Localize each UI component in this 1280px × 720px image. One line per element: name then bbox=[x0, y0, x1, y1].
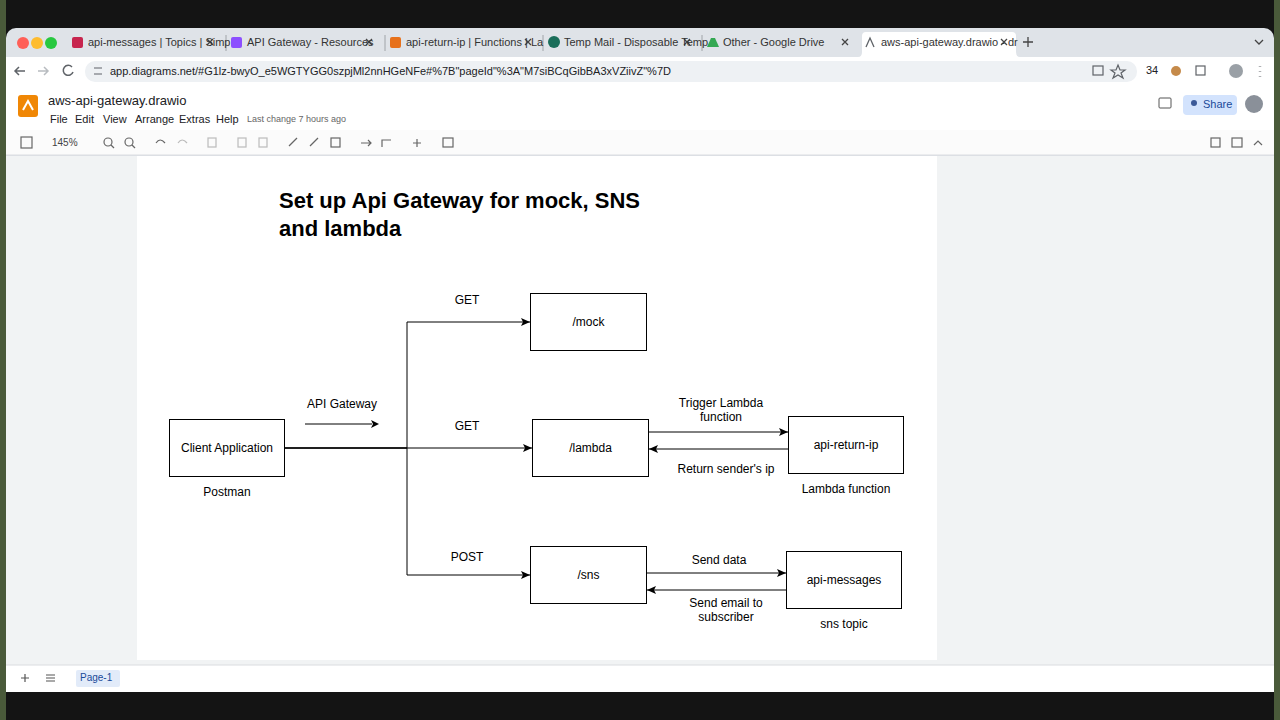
omnibox bbox=[85, 61, 1137, 82]
node-text: /lambda bbox=[569, 441, 612, 455]
canvas-ground bbox=[6, 156, 1274, 665]
menu-item: Extras bbox=[179, 113, 210, 126]
node-caption: Postman bbox=[203, 485, 250, 499]
tab-title: api-return-ip | Functions | La bbox=[406, 36, 543, 49]
resource-box: /sns bbox=[530, 546, 647, 604]
tab-title: aws-api-gateway.drawio - dr bbox=[881, 36, 1018, 49]
tab-separator bbox=[385, 35, 386, 51]
window-close bbox=[17, 37, 29, 49]
share-button bbox=[1183, 95, 1237, 115]
edge-label: POST bbox=[443, 550, 491, 564]
omnibox-icons bbox=[94, 64, 1260, 78]
connector bbox=[647, 590, 786, 591]
node-text: Client Application bbox=[181, 441, 273, 455]
gateway-arrowhead bbox=[371, 420, 379, 428]
drawing-page bbox=[137, 156, 937, 660]
node-text: api-return-ip bbox=[814, 438, 879, 452]
page-tab-label: Page-1 bbox=[80, 672, 112, 684]
file-name: aws-api-gateway.drawio bbox=[48, 93, 187, 109]
node-text: /mock bbox=[572, 315, 604, 329]
browser-window bbox=[6, 28, 1274, 692]
lambda-box: api-return-ipLambda function bbox=[788, 416, 904, 474]
zoom-level: 145% bbox=[52, 137, 78, 149]
comment-icon bbox=[1159, 98, 1171, 108]
sns-box: api-messagessns topic bbox=[786, 551, 902, 609]
menu-item: View bbox=[103, 113, 127, 126]
active-tab bbox=[858, 32, 1020, 57]
share-label: Share bbox=[1203, 98, 1232, 111]
node-text: api-messages bbox=[807, 573, 882, 587]
tab-icon bbox=[231, 37, 242, 48]
toolbar-border bbox=[6, 155, 1274, 156]
window-minimize bbox=[31, 37, 43, 49]
gateway-label: API Gateway bbox=[307, 397, 377, 411]
toolbar-icons bbox=[21, 137, 1262, 148]
badge-count: 34 bbox=[1146, 64, 1158, 77]
resource-box: /lambda bbox=[532, 419, 649, 477]
node-caption: Lambda function bbox=[802, 482, 891, 496]
app-toolbar bbox=[6, 130, 1274, 155]
tab-title: Other - Google Drive bbox=[723, 36, 824, 49]
page-bar-border bbox=[6, 665, 1274, 666]
tab-strip bbox=[72, 32, 1263, 57]
resource-box: /mock bbox=[530, 293, 647, 351]
nav-buttons bbox=[15, 65, 73, 75]
connector bbox=[285, 322, 530, 448]
tab-icon bbox=[707, 38, 719, 47]
edge-label: Trigger Lambda function bbox=[669, 396, 773, 425]
connector bbox=[649, 449, 788, 450]
window-zoom bbox=[45, 37, 57, 49]
edge-label: Send data bbox=[682, 553, 756, 567]
edge-label: GET bbox=[445, 419, 489, 433]
tab-title: API Gateway - Resources bbox=[247, 36, 374, 49]
edge-label: Return sender's ip bbox=[669, 462, 783, 476]
share-icon bbox=[1191, 100, 1197, 106]
edge-label: GET bbox=[445, 293, 489, 307]
app-header bbox=[6, 86, 1274, 130]
edge-label: Send email to subscriber bbox=[679, 596, 773, 625]
drawio-logo bbox=[23, 101, 33, 110]
menu-item: Help bbox=[216, 113, 239, 126]
desktop-edge bbox=[0, 0, 6, 720]
tab-icon bbox=[72, 37, 83, 48]
gateway-arrow bbox=[305, 424, 372, 425]
client-box: Client ApplicationPostman bbox=[169, 419, 285, 477]
connector bbox=[647, 573, 786, 574]
diagram-title: Set up Api Gateway for mock, SNS and lam… bbox=[279, 187, 674, 243]
drawio-logo bbox=[18, 95, 38, 117]
url-text: app.diagrams.net/#G1lz-bwyO_e5WGTYGG0szp… bbox=[110, 65, 671, 78]
node-caption: sns topic bbox=[820, 617, 867, 631]
tab-title: Temp Mail - Disposable Temp bbox=[564, 36, 708, 49]
connector bbox=[285, 448, 530, 575]
tab-title: api-messages | Topics | Simp bbox=[88, 36, 230, 49]
tab-icon bbox=[390, 37, 401, 48]
menu-item: Edit bbox=[75, 113, 94, 126]
tab-icon bbox=[866, 38, 874, 47]
menu-item: File bbox=[50, 113, 68, 126]
menu-item: Arrange bbox=[135, 113, 174, 126]
desktop-edge bbox=[1274, 0, 1280, 720]
last-change-note: Last change 7 hours ago bbox=[247, 114, 346, 125]
page-tab bbox=[76, 670, 120, 687]
tab-icon bbox=[548, 36, 560, 48]
node-text: /sns bbox=[577, 568, 599, 582]
page-bar-icons bbox=[21, 674, 55, 682]
page-bar bbox=[6, 665, 1274, 692]
connector bbox=[649, 432, 788, 433]
toolbar-row bbox=[6, 57, 1274, 86]
avatar bbox=[1245, 95, 1263, 113]
